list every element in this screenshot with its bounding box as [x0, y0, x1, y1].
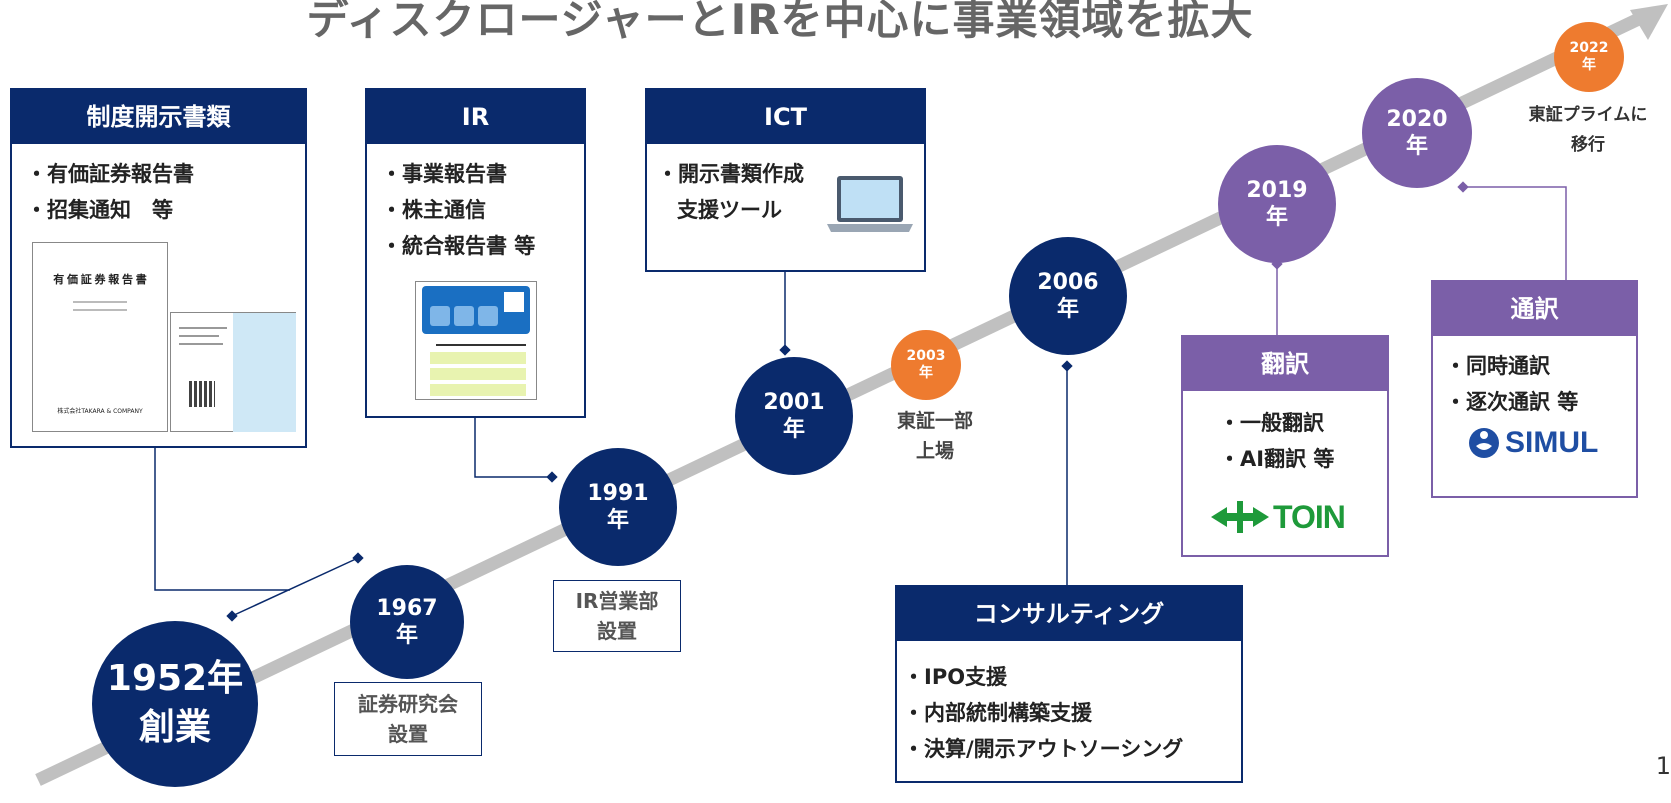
card-interpretation-item: 同時通訳 — [1445, 348, 1636, 384]
card-disclosure: 制度開示書類 有価証券報告書 招集通知 等 有 価 証 券 報 告 書 株式会社… — [10, 88, 307, 448]
card-ir-title: IR — [367, 90, 584, 144]
card-disclosure-title: 制度開示書類 — [12, 90, 305, 144]
card-consulting: コンサルティング IPO支援 内部統制構築支援 決算/開示アウトソーシング — [895, 585, 1243, 783]
connector-interpretation — [1463, 186, 1567, 280]
qr-code-icon — [189, 381, 215, 407]
card-translation: 翻訳 一般翻訳 AI翻訳 等 TOIN — [1181, 335, 1389, 557]
timeline-arrow-head — [1630, 4, 1668, 40]
card-interpretation-item: 逐次通訳 等 — [1445, 384, 1636, 420]
milestone-1952: 1952年創業 — [92, 621, 258, 787]
toin-logo: TOIN — [1207, 497, 1346, 537]
connector-1967 — [231, 557, 359, 617]
connector-ir — [474, 418, 552, 478]
simul-logo: SIMUL — [1467, 426, 1598, 460]
notice-thumbnail — [170, 312, 296, 432]
connector-disclosure — [154, 448, 290, 591]
note-2022: 東証プライムに移行 — [1528, 105, 1648, 155]
card-disclosure-item: 有価証券報告書 — [26, 156, 305, 192]
card-consulting-title: コンサルティング — [897, 587, 1241, 641]
card-translation-item: 一般翻訳 — [1219, 405, 1387, 441]
card-ict: ICT 開示書類作成 支援ツール — [645, 88, 926, 272]
card-ir: IR 事業報告書 株主通信 統合報告書 等 — [365, 88, 586, 418]
card-ir-item: 統合報告書 等 — [381, 228, 584, 264]
card-ict-title: ICT — [647, 90, 924, 144]
page-number: 1 — [1655, 752, 1671, 780]
card-ict-item: 支援ツール — [677, 198, 782, 222]
card-translation-item: AI翻訳 等 — [1219, 441, 1387, 477]
ir-brochure-thumbnail — [415, 281, 537, 400]
annual-report-thumbnail: 有 価 証 券 報 告 書 株式会社TAKARA & COMPANY — [32, 242, 168, 432]
note-1991: IR営業部設置 — [553, 580, 681, 652]
card-consulting-item: 内部統制構築支援 — [903, 695, 1241, 731]
note-1967: 証券研究会設置 — [334, 682, 482, 756]
card-disclosure-item: 招集通知 等 — [26, 192, 305, 228]
card-ict-item: 開示書類作成 — [657, 156, 924, 192]
card-interpretation-title: 通訳 — [1433, 282, 1636, 336]
card-interpretation: 通訳 同時通訳 逐次通訳 等 SIMUL — [1431, 280, 1638, 498]
laptop-icon — [827, 176, 913, 232]
card-ir-item: 事業報告書 — [381, 156, 584, 192]
card-translation-title: 翻訳 — [1183, 337, 1387, 391]
note-2003: 東証一部上場 — [896, 410, 973, 462]
page-title: ディスクロージャーとIRを中心に事業領域を拡大 — [306, 0, 1254, 44]
card-consulting-item: 決算/開示アウトソーシング — [903, 731, 1241, 767]
card-ir-item: 株主通信 — [381, 192, 584, 228]
card-consulting-item: IPO支援 — [903, 659, 1241, 695]
